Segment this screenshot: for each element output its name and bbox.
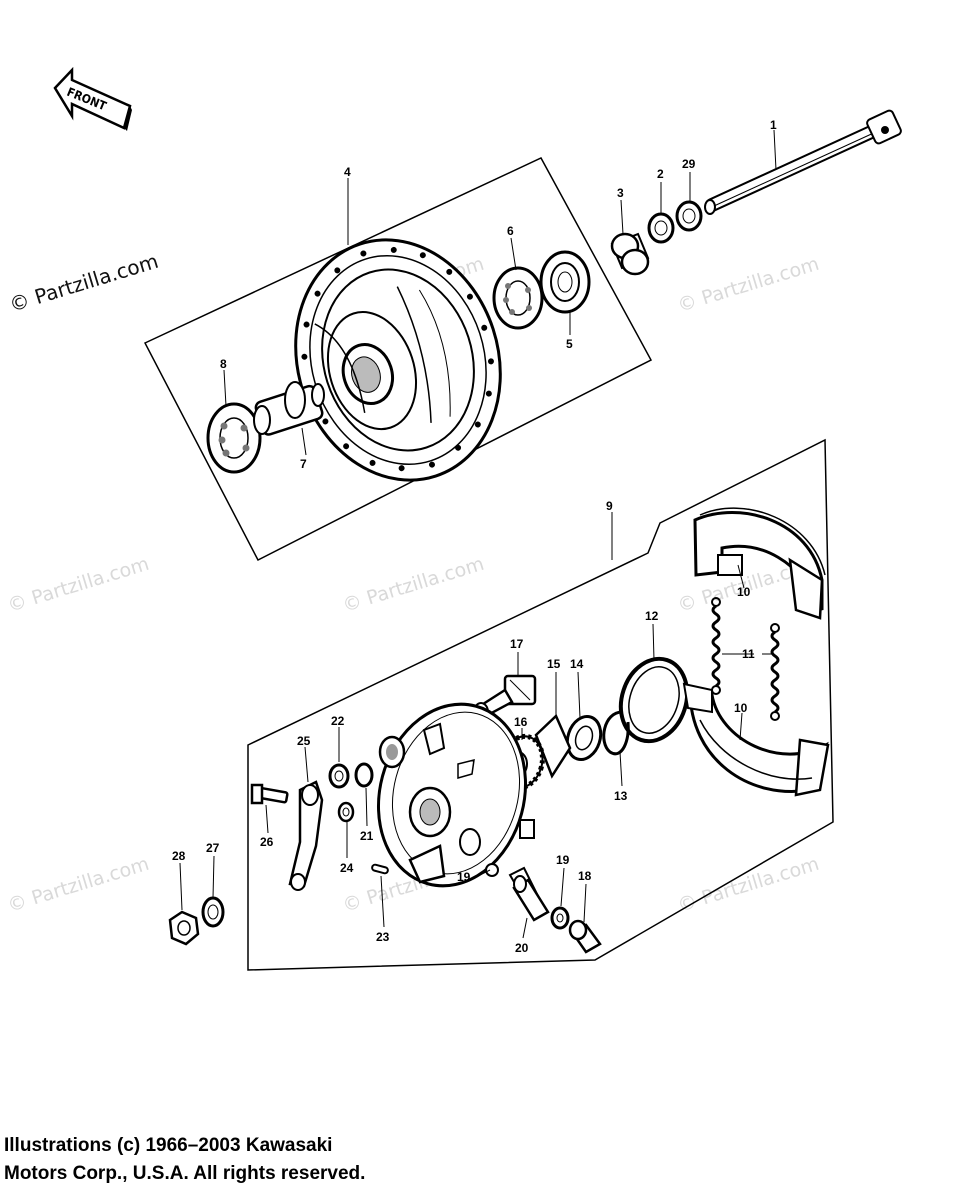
callout-21: 21 (360, 829, 374, 843)
callout-22: 22 (331, 714, 345, 728)
nut-24 (337, 801, 355, 823)
washer-2 (647, 212, 675, 244)
hub-assembly-group: 1 2 3 29 4 6 5 8 7 (143, 109, 902, 562)
callout-10-lower: 10 (734, 701, 748, 715)
axle (704, 109, 902, 215)
callout-15: 15 (547, 657, 561, 671)
brake-leaders (179, 512, 772, 939)
callout-14: 14 (570, 657, 584, 671)
callout-6: 6 (507, 224, 514, 238)
bolt-18 (568, 919, 602, 954)
hub-leaders (223, 129, 777, 456)
brake-panel-group: 9 10 11 12 10 13 15 14 17 16 25 22 21 24… (168, 438, 834, 971)
callout-16: 16 (514, 715, 528, 729)
callout-3: 3 (617, 186, 624, 200)
camshaft (512, 875, 550, 922)
watermark-faint: © Partzilla.com (340, 553, 487, 617)
washer-21 (354, 762, 374, 788)
callout-25: 25 (297, 734, 311, 748)
circlip (602, 710, 630, 756)
washer-29 (675, 200, 703, 232)
callout-9: 9 (606, 499, 613, 513)
callout-7: 7 (300, 457, 307, 471)
spring-left (711, 597, 721, 695)
callout-20: 20 (515, 941, 529, 955)
copyright-line-1: Illustrations (c) 1966–2003 Kawasaki (4, 1135, 333, 1156)
spring-right (770, 623, 780, 721)
callout-27: 27 (206, 841, 220, 855)
callout-17: 17 (510, 637, 524, 651)
washer-14 (565, 715, 603, 761)
pin-23 (371, 863, 389, 875)
callout-12: 12 (645, 609, 659, 623)
nut-22 (328, 763, 350, 789)
watermark-faint: © Partzilla.com (675, 853, 822, 917)
watermark-faint: © Partzilla.com (5, 853, 152, 917)
callout-23: 23 (376, 930, 390, 944)
brake-shoe-lower (682, 682, 830, 797)
speedometer-housing (534, 713, 572, 779)
callout-1: 1 (770, 118, 777, 132)
collar (610, 232, 650, 276)
watermark-partzilla: © Partzilla.com (6, 249, 161, 317)
callout-13: 13 (614, 789, 628, 803)
callout-26: 26 (260, 835, 274, 849)
dust-seal (618, 656, 690, 744)
bolt-26 (250, 783, 289, 805)
callout-19-left: 19 (457, 870, 471, 884)
brake-lever (288, 780, 324, 891)
washer-19 (550, 906, 570, 930)
brake-shoe-upper (693, 507, 826, 620)
watermark-faint: © Partzilla.com (5, 553, 152, 617)
callout-5: 5 (566, 337, 573, 351)
callout-4: 4 (344, 165, 351, 179)
callout-28: 28 (172, 849, 186, 863)
brake-group-frame (247, 438, 834, 971)
callout-29: 29 (682, 157, 696, 171)
callout-19-right: 19 (556, 853, 570, 867)
callout-18: 18 (578, 869, 592, 883)
hub-group-frame (143, 157, 653, 562)
nut-28 (168, 910, 200, 946)
oil-seal (539, 250, 591, 314)
callout-8: 8 (220, 357, 227, 371)
copyright-line-2: Motors Corp., U.S.A. All rights reserved… (4, 1163, 366, 1184)
washer-27 (201, 896, 225, 928)
callout-10-upper: 10 (737, 585, 751, 599)
callout-24: 24 (340, 861, 354, 875)
wheel-hub (294, 238, 502, 482)
callout-2: 2 (657, 167, 664, 181)
spacer-hub (253, 381, 325, 436)
front-arrow: FRONT (53, 66, 132, 131)
copyright-notice: Illustrations (c) 1966–2003 Kawasaki Mot… (4, 1132, 365, 1188)
watermark-faint: © Partzilla.com (675, 253, 822, 317)
bearing-left (206, 402, 262, 474)
callout-11: 11 (742, 647, 755, 661)
bearing-right (492, 266, 544, 330)
